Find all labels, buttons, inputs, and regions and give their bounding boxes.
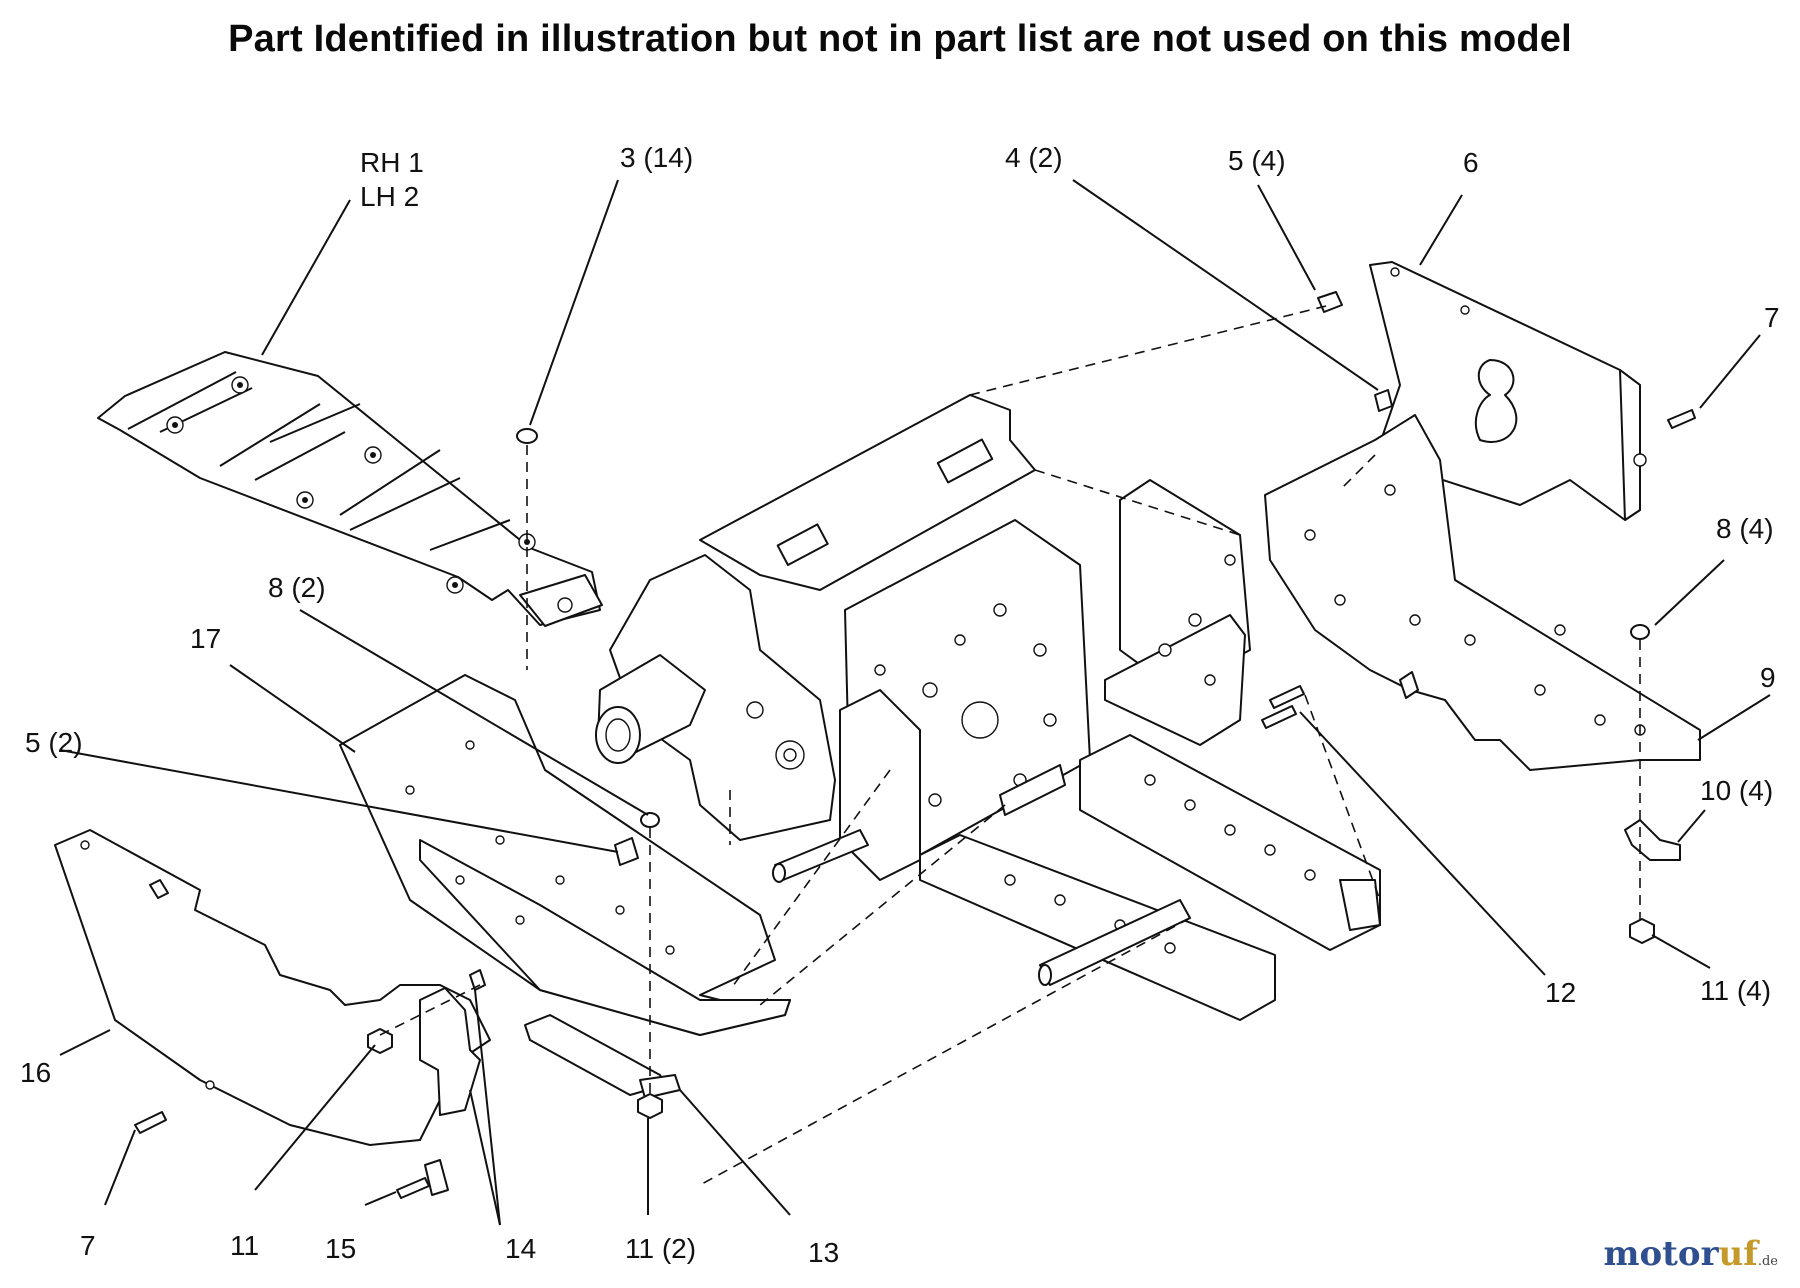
callout-labels: RH 1 LH 2 3 (14) 4 (2) 5 (4) 6 7 8 (4) 9… — [20, 142, 1780, 1268]
callout-15: 15 — [325, 1233, 356, 1264]
main-frame — [595, 394, 1381, 1021]
center-panel-17 — [339, 674, 791, 1036]
side-shield-16 — [54, 829, 491, 1196]
bolt-3-head — [516, 428, 538, 444]
fender-panel — [1264, 414, 1701, 771]
watermark-part-a: motor — [1603, 1234, 1719, 1274]
callout-7-left: 7 — [80, 1230, 96, 1261]
bracket-10 — [1624, 819, 1681, 861]
small-parts-right — [1261, 291, 1696, 944]
bolt-12b — [1261, 705, 1297, 729]
callout-11: 11 — [230, 1230, 259, 1261]
callout-lh-2: LH 2 — [360, 181, 419, 212]
bolt-8-head — [1630, 624, 1650, 640]
nut-11-right — [1629, 918, 1655, 944]
callout-16: 16 — [20, 1057, 51, 1088]
watermark-part-b: uf — [1718, 1234, 1758, 1274]
nut-11-2 — [637, 1093, 663, 1119]
assembly-lines — [379, 304, 1641, 1186]
callout-4-2: 4 (2) — [1005, 142, 1063, 173]
bolt-7-right — [1667, 409, 1696, 429]
callout-8-2: 8 (2) — [268, 572, 326, 603]
callout-5-4: 5 (4) — [1228, 145, 1286, 176]
clip-5-small — [614, 837, 639, 866]
bolt-15 — [396, 1177, 430, 1199]
callout-10-4: 10 (4) — [1700, 775, 1773, 806]
callout-11-2: 11 (2) — [625, 1233, 696, 1264]
bracket-13 — [524, 1014, 681, 1099]
watermark-logo: motoruf.de — [1604, 1234, 1778, 1274]
callout-rh-1: RH 1 — [360, 147, 424, 178]
bolt-7-left — [134, 1111, 167, 1134]
clip-nut-2 — [1374, 389, 1393, 412]
callout-9: 9 — [1760, 662, 1776, 693]
watermark-suffix: .de — [1757, 1254, 1778, 1269]
footrest-mat — [97, 351, 603, 627]
clip-15 — [424, 1159, 449, 1196]
callout-6: 6 — [1463, 147, 1479, 178]
bolt-12a — [1269, 685, 1305, 709]
callout-7-right: 7 — [1764, 302, 1780, 333]
leader-lines — [59, 179, 1771, 1226]
bolt-8-left — [640, 812, 660, 828]
callout-3-14: 3 (14) — [620, 142, 693, 173]
header-note: Part Identified in illustration but not … — [228, 18, 1572, 60]
callout-13: 13 — [808, 1237, 839, 1268]
callout-8-4: 8 (4) — [1716, 513, 1774, 544]
clip-14 — [469, 969, 486, 991]
callout-14: 14 — [505, 1233, 536, 1264]
callout-11-4: 11 (4) — [1700, 975, 1771, 1006]
callout-17: 17 — [190, 623, 221, 654]
callout-12: 12 — [1545, 977, 1576, 1008]
clip-nut — [1317, 291, 1343, 313]
callout-5-2: 5 (2) — [25, 727, 83, 758]
